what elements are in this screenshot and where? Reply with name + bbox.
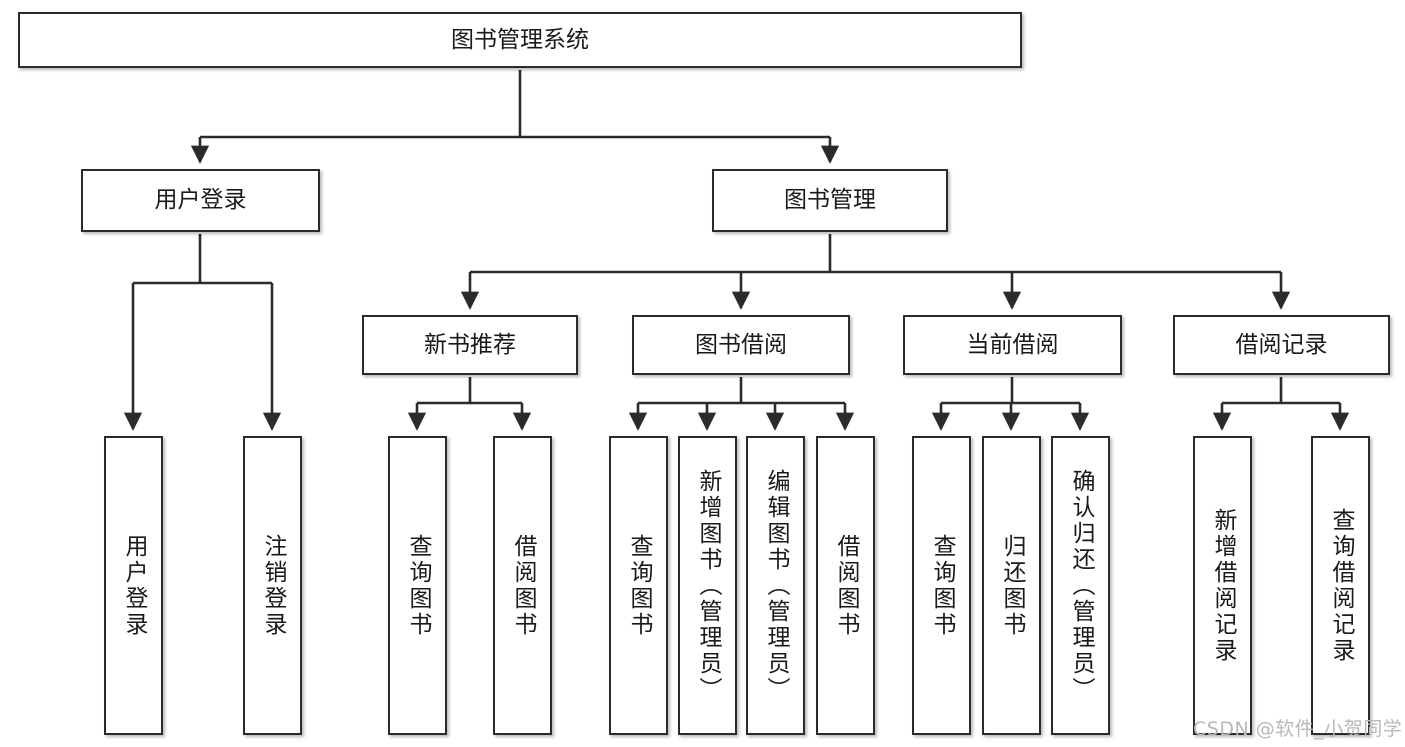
- node-leaf-borrow-book-1[interactable]: 借阅图书: [493, 436, 552, 735]
- csdn-watermark: CSDN @软件_小贺同学: [1193, 718, 1403, 740]
- node-leaf-query-book-2-label: 查询图书: [626, 533, 652, 638]
- node-book-borrow-label: 图书借阅: [695, 331, 787, 358]
- node-leaf-borrow-book-2[interactable]: 借阅图书: [816, 436, 875, 735]
- node-leaf-confirm-return[interactable]: 确认归还（管理员）: [1051, 436, 1110, 735]
- node-leaf-add-record-label: 新增借阅记录: [1210, 507, 1236, 664]
- node-leaf-return-book[interactable]: 归还图书: [982, 436, 1041, 735]
- node-book-manage-label: 图书管理: [784, 187, 876, 214]
- node-leaf-logout-login-label: 注销登录: [260, 533, 286, 638]
- node-leaf-edit-book-label: 编辑图书（管理员）: [763, 468, 789, 703]
- node-leaf-query-book-2[interactable]: 查询图书: [609, 436, 668, 735]
- node-leaf-logout-login[interactable]: 注销登录: [243, 436, 302, 735]
- node-leaf-query-record[interactable]: 查询借阅记录: [1311, 436, 1370, 735]
- node-root[interactable]: 图书管理系统: [18, 12, 1022, 68]
- node-current-borrow-label: 当前借阅: [966, 331, 1059, 358]
- node-leaf-add-record[interactable]: 新增借阅记录: [1193, 436, 1252, 735]
- node-leaf-confirm-return-label: 确认归还（管理员）: [1068, 468, 1094, 703]
- node-leaf-return-book-label: 归还图书: [999, 533, 1025, 638]
- node-book-manage[interactable]: 图书管理: [712, 169, 948, 232]
- node-book-borrow[interactable]: 图书借阅: [632, 315, 850, 375]
- node-leaf-query-book-1-label: 查询图书: [405, 533, 431, 638]
- node-leaf-query-book-1[interactable]: 查询图书: [388, 436, 447, 735]
- node-leaf-add-book[interactable]: 新增图书（管理员）: [678, 436, 737, 735]
- node-leaf-borrow-book-1-label: 借阅图书: [510, 533, 536, 638]
- node-new-book-recommend-label: 新书推荐: [424, 331, 516, 358]
- node-leaf-query-record-label: 查询借阅记录: [1328, 507, 1354, 664]
- node-leaf-query-book-3-label: 查询图书: [929, 533, 955, 638]
- node-leaf-add-book-label: 新增图书（管理员）: [695, 468, 721, 703]
- node-leaf-user-login-label: 用户登录: [121, 533, 147, 638]
- node-leaf-edit-book[interactable]: 编辑图书（管理员）: [746, 436, 805, 735]
- node-user-login[interactable]: 用户登录: [81, 169, 320, 232]
- node-borrow-record[interactable]: 借阅记录: [1173, 315, 1390, 375]
- node-user-login-label: 用户登录: [154, 187, 247, 214]
- node-borrow-record-label: 借阅记录: [1235, 331, 1328, 358]
- node-leaf-user-login[interactable]: 用户登录: [104, 436, 163, 735]
- node-new-book-recommend[interactable]: 新书推荐: [362, 315, 578, 375]
- node-root-label: 图书管理系统: [451, 26, 589, 53]
- node-current-borrow[interactable]: 当前借阅: [903, 315, 1122, 375]
- node-leaf-query-book-3[interactable]: 查询图书: [912, 436, 971, 735]
- node-leaf-borrow-book-2-label: 借阅图书: [833, 533, 859, 638]
